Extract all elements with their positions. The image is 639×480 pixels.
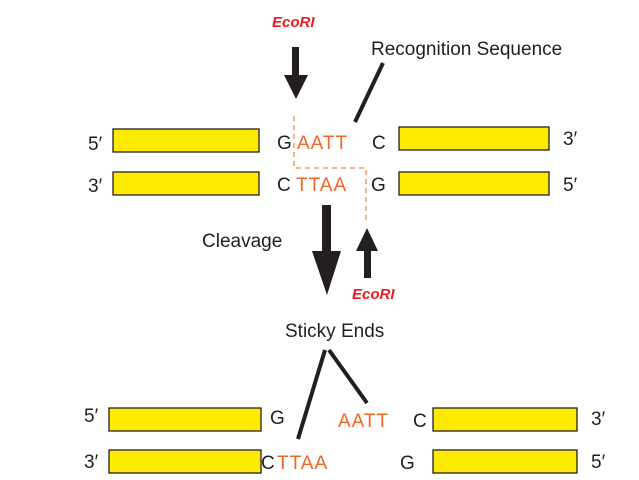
cleavage-arrow <box>312 205 341 295</box>
top-strand-left-block <box>112 128 260 153</box>
top-strand-3prime-label: 3′ <box>563 129 578 150</box>
top-strand-right-block <box>398 126 550 151</box>
enzyme-arrow-up-bottom <box>356 228 378 278</box>
sticky-end-pointer-left <box>296 349 327 440</box>
cut-bottom-right-block <box>432 449 578 474</box>
bottom-recognition-bases: TTAA <box>296 175 347 196</box>
top-strand-5prime-label: 5′ <box>88 134 103 155</box>
cut-site-dashed-line <box>293 116 367 220</box>
cut-bottom-right-base: G <box>400 453 416 474</box>
recognition-sequence-label: Recognition Sequence <box>371 39 562 60</box>
sticky-end-pointer-right <box>327 348 369 405</box>
ecori-label-top: EcoRI <box>272 14 315 31</box>
cleavage-label: Cleavage <box>202 231 282 252</box>
cut-bottom-3prime-label: 3′ <box>84 452 99 473</box>
cut-bottom-left-block <box>108 449 262 474</box>
bottom-strand-left-block <box>112 171 260 196</box>
bottom-strand-3prime-label: 3′ <box>88 176 103 197</box>
cut-top-3prime-label: 3′ <box>591 409 606 430</box>
bottom-strand-5prime-label: 5′ <box>563 175 578 196</box>
top-flank-left-base: G <box>277 133 293 154</box>
ecori-label-bottom: EcoRI <box>352 286 395 303</box>
cut-bottom-left-base: C <box>261 453 276 474</box>
cut-bottom-overhang: TTAA <box>277 453 328 474</box>
bottom-flank-right-base: G <box>371 175 387 196</box>
cut-top-right-block <box>432 407 578 432</box>
top-flank-right-base: C <box>372 133 387 154</box>
bottom-flank-left-base: C <box>277 175 292 196</box>
cut-top-left-block <box>108 407 262 432</box>
sticky-ends-label: Sticky Ends <box>285 321 384 342</box>
top-recognition-bases: AATT <box>297 133 348 154</box>
bottom-strand-right-block <box>398 171 550 196</box>
enzyme-arrow-down-top <box>284 47 308 99</box>
cut-top-left-base: G <box>270 408 286 429</box>
cut-top-right-base: C <box>413 411 428 432</box>
cut-bottom-5prime-label: 5′ <box>591 452 606 473</box>
cut-top-overhang: AATT <box>338 411 389 432</box>
recognition-pointer-line <box>353 62 385 123</box>
cut-top-5prime-label: 5′ <box>84 406 99 427</box>
